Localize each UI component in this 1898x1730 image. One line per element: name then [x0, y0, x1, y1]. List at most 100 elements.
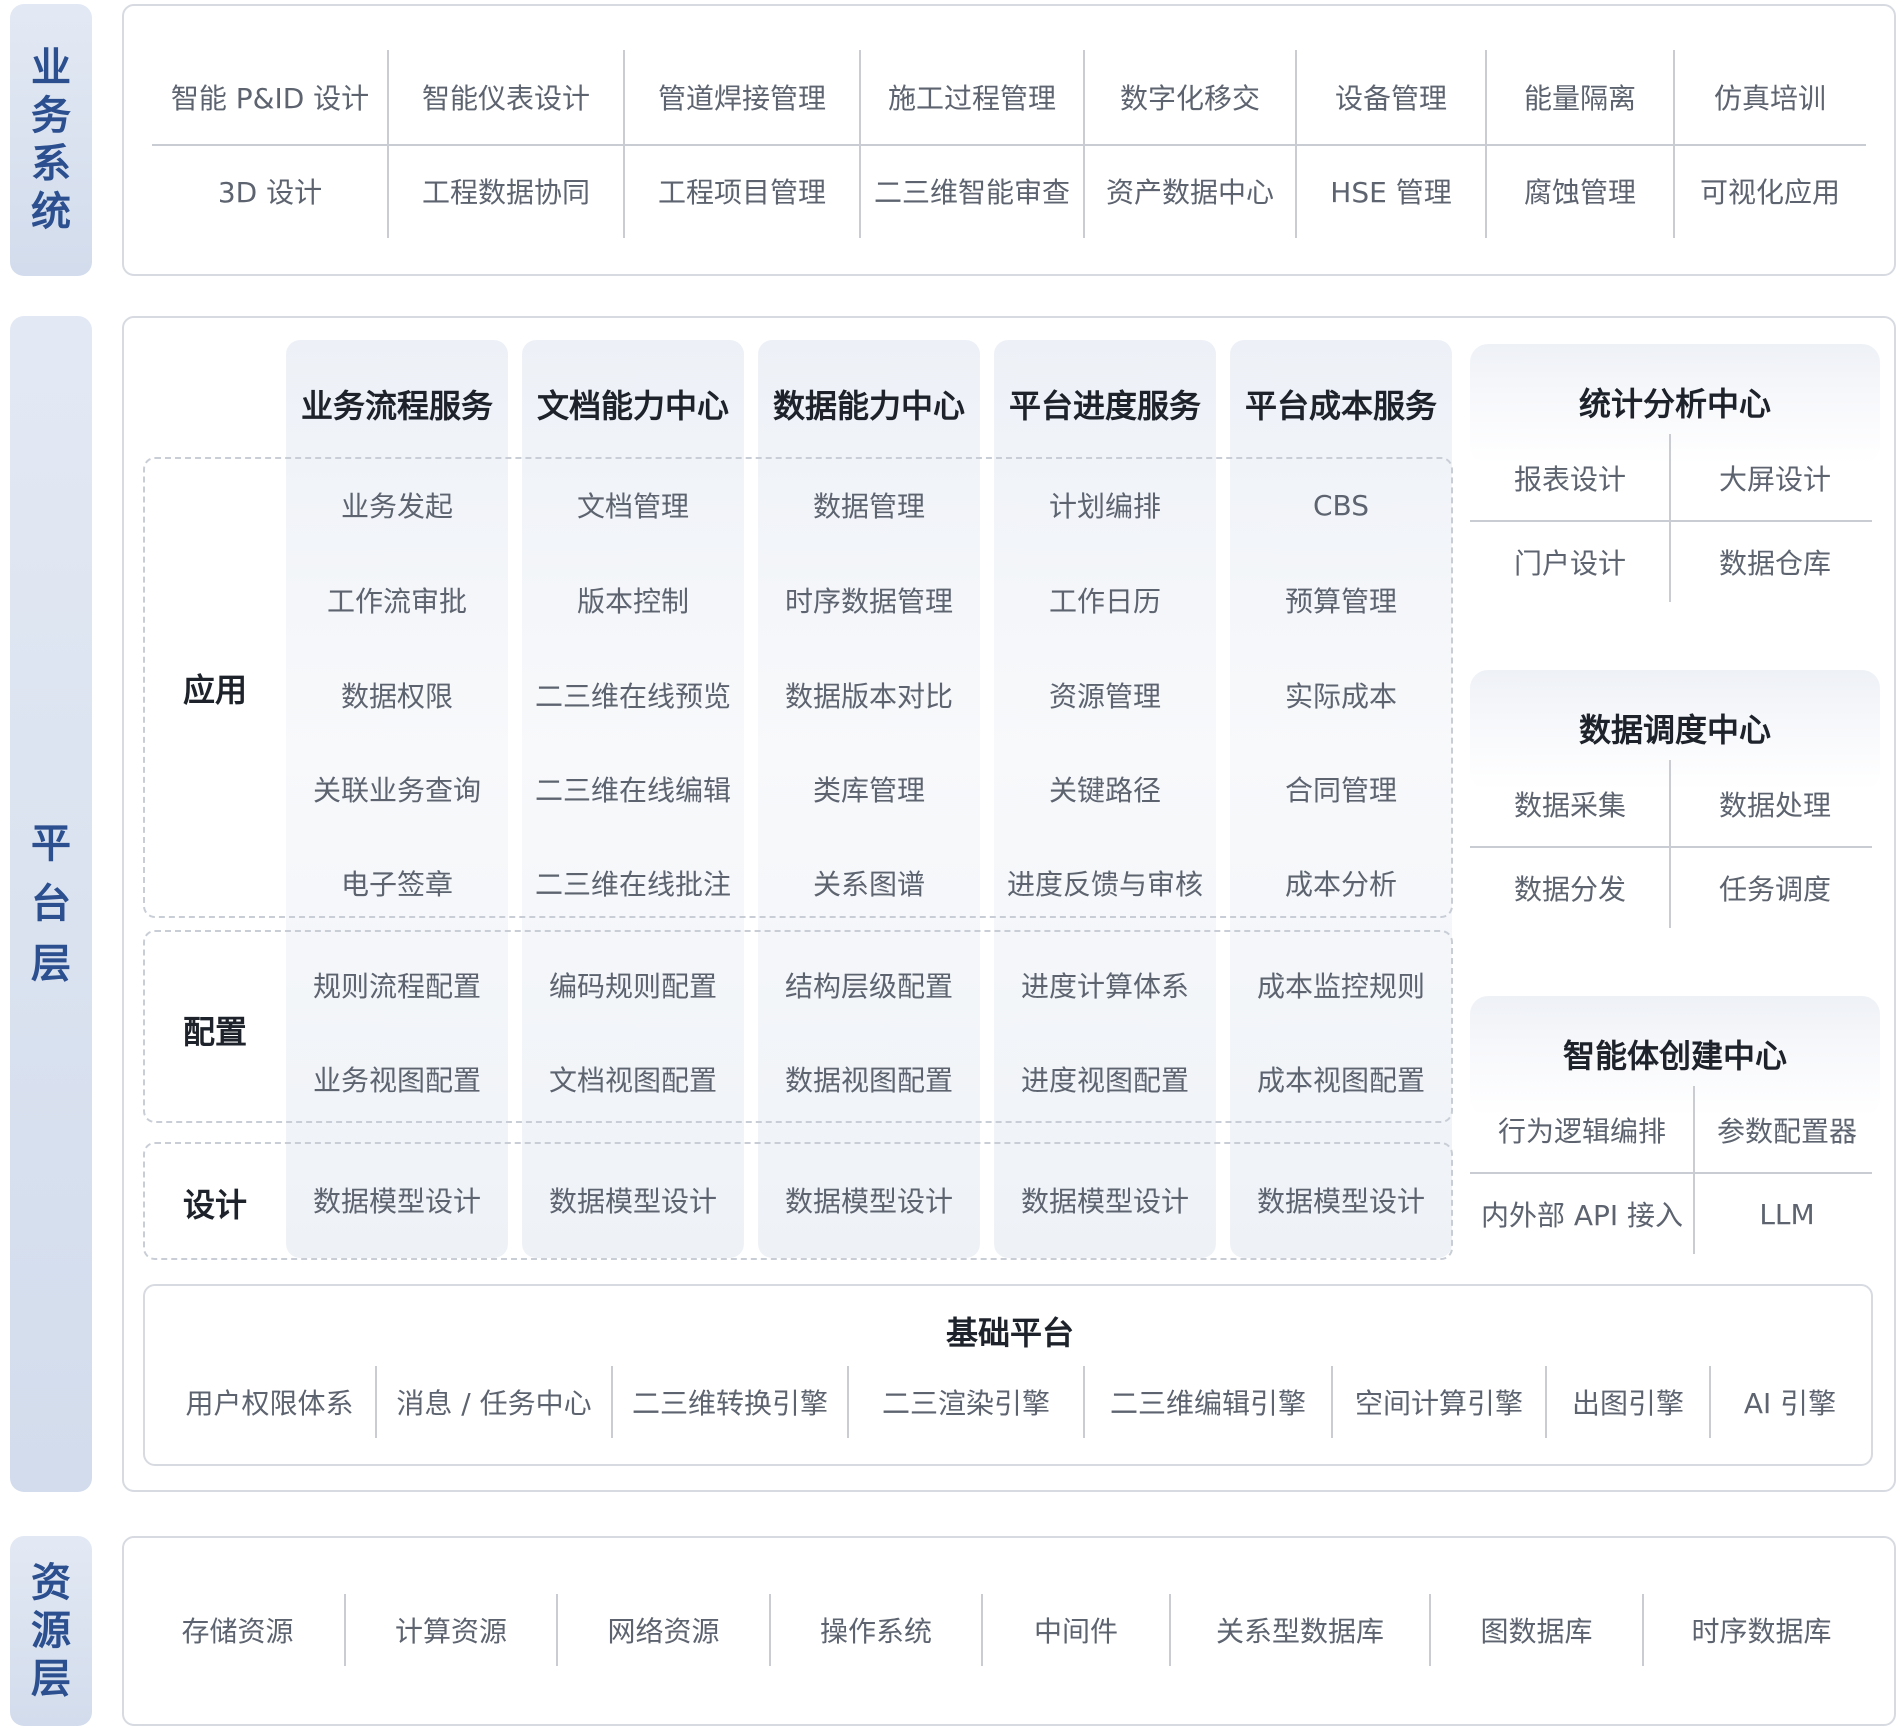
- service-design-item[interactable]: 数据模型设计: [784, 1185, 953, 1218]
- capability-center-item[interactable]: 大屏设计: [1718, 463, 1831, 496]
- business-system-item[interactable]: 施工过程管理: [887, 82, 1056, 115]
- service-design-item[interactable]: 数据模型设计: [548, 1185, 717, 1218]
- service-column-bg: [286, 340, 508, 1258]
- service-config-item[interactable]: 文档视图配置: [548, 1064, 717, 1097]
- business-system-item[interactable]: 腐蚀管理: [1523, 176, 1636, 209]
- layer-label-char: 源: [31, 1608, 71, 1654]
- service-application-item[interactable]: 文档管理: [576, 490, 689, 523]
- resource-item[interactable]: 计算资源: [394, 1615, 507, 1648]
- resource-item[interactable]: 图数据库: [1480, 1615, 1593, 1648]
- capability-center-item[interactable]: 内外部 API 接入: [1480, 1199, 1684, 1232]
- service-design-item[interactable]: 数据模型设计: [1020, 1185, 1189, 1218]
- design-row-box: [143, 1142, 1453, 1260]
- service-application-item[interactable]: 合同管理: [1284, 774, 1397, 807]
- service-title: 数据能力中心: [772, 387, 965, 425]
- business-system-item[interactable]: 资产数据中心: [1105, 176, 1274, 209]
- service-config-item[interactable]: 规则流程配置: [312, 970, 481, 1003]
- business-system-item[interactable]: HSE 管理: [1330, 176, 1452, 209]
- service-config-item[interactable]: 结构层级配置: [784, 970, 953, 1003]
- service-application-item[interactable]: 数据版本对比: [784, 680, 953, 713]
- service-application-item[interactable]: 数据权限: [340, 680, 453, 713]
- service-design-item[interactable]: 数据模型设计: [1256, 1185, 1425, 1218]
- business-column-divider: [623, 50, 625, 238]
- capability-center-col-divider: [1669, 760, 1671, 928]
- base-platform-item[interactable]: 二三渲染引擎: [881, 1387, 1050, 1420]
- resource-item[interactable]: 关系型数据库: [1215, 1615, 1384, 1648]
- business-system-item[interactable]: 设备管理: [1334, 82, 1447, 115]
- service-application-item[interactable]: 预算管理: [1284, 585, 1397, 618]
- business-system-item[interactable]: 可视化应用: [1699, 176, 1840, 209]
- base-platform-item[interactable]: 用户权限体系: [185, 1387, 354, 1420]
- service-config-item[interactable]: 进度计算体系: [1020, 970, 1189, 1003]
- service-config-item[interactable]: 进度视图配置: [1020, 1064, 1189, 1097]
- capability-center-item[interactable]: LLM: [1759, 1197, 1815, 1231]
- capability-center-item[interactable]: 数据处理: [1718, 789, 1831, 822]
- service-application-item[interactable]: 二三维在线批注: [534, 868, 731, 901]
- capability-center-item[interactable]: 数据分发: [1513, 873, 1626, 906]
- business-system-item[interactable]: 二三维智能审查: [873, 176, 1070, 209]
- resource-item[interactable]: 时序数据库: [1691, 1615, 1832, 1648]
- service-application-item[interactable]: 版本控制: [576, 585, 689, 618]
- business-system-item[interactable]: 智能仪表设计: [421, 82, 590, 115]
- base-platform-item[interactable]: 消息 / 任务中心: [396, 1387, 592, 1420]
- service-application-item[interactable]: 时序数据管理: [784, 585, 953, 618]
- capability-center-item[interactable]: 任务调度: [1718, 873, 1831, 906]
- resource-item[interactable]: 中间件: [1033, 1615, 1118, 1648]
- resource-item[interactable]: 网络资源: [607, 1615, 720, 1648]
- layer-label-resource: 资源层: [10, 1536, 92, 1726]
- service-application-item[interactable]: 成本分析: [1284, 868, 1397, 901]
- row-label-design: 设计: [182, 1186, 247, 1224]
- service-application-item[interactable]: 关联业务查询: [312, 774, 481, 807]
- business-system-item[interactable]: 智能 P&ID 设计: [170, 82, 370, 115]
- service-application-item[interactable]: 实际成本: [1284, 680, 1397, 713]
- base-platform-item[interactable]: 出图引擎: [1571, 1387, 1684, 1420]
- service-config-item[interactable]: 成本视图配置: [1256, 1064, 1425, 1097]
- service-application-item[interactable]: CBS: [1312, 488, 1370, 522]
- resource-item[interactable]: 存储资源: [181, 1615, 294, 1648]
- capability-center-item[interactable]: 数据采集: [1513, 789, 1626, 822]
- service-application-item[interactable]: 二三维在线预览: [534, 680, 731, 713]
- service-application-item[interactable]: 关系图谱: [812, 868, 925, 901]
- layer-label-platform-text: 平台层: [31, 814, 71, 994]
- business-system-item[interactable]: 仿真培训: [1713, 82, 1826, 115]
- capability-center-item[interactable]: 行为逻辑编排: [1497, 1115, 1666, 1148]
- business-system-item[interactable]: 数字化移交: [1119, 82, 1260, 115]
- business-column-divider: [1083, 50, 1085, 238]
- business-system-item[interactable]: 3D 设计: [217, 176, 323, 209]
- service-config-item[interactable]: 成本监控规则: [1256, 970, 1425, 1003]
- service-config-item[interactable]: 业务视图配置: [312, 1064, 481, 1097]
- service-config-item[interactable]: 数据视图配置: [784, 1064, 953, 1097]
- service-application-item[interactable]: 资源管理: [1048, 680, 1161, 713]
- business-column-divider: [1295, 50, 1297, 238]
- base-platform-item[interactable]: 空间计算引擎: [1354, 1387, 1523, 1420]
- service-application-item[interactable]: 业务发起: [340, 490, 453, 523]
- layer-label-char: 系: [31, 141, 71, 187]
- capability-center-item[interactable]: 报表设计: [1513, 463, 1626, 496]
- resource-item[interactable]: 操作系统: [819, 1615, 932, 1648]
- service-design-item[interactable]: 数据模型设计: [312, 1185, 481, 1218]
- service-application-item[interactable]: 工作流审批: [326, 585, 467, 618]
- capability-center-item[interactable]: 数据仓库: [1718, 547, 1831, 580]
- service-config-item[interactable]: 编码规则配置: [548, 970, 717, 1003]
- base-platform-item[interactable]: AI 引擎: [1743, 1387, 1837, 1420]
- base-platform-item[interactable]: 二三维编辑引擎: [1109, 1387, 1306, 1420]
- capability-center-item[interactable]: 门户设计: [1513, 547, 1626, 580]
- business-system-item[interactable]: 工程项目管理: [657, 176, 826, 209]
- capability-center-row-divider: [1470, 846, 1872, 848]
- capability-center-item[interactable]: 参数配置器: [1716, 1115, 1857, 1148]
- layer-label-char: 平: [31, 821, 71, 867]
- base-platform-item[interactable]: 二三维转换引擎: [631, 1387, 828, 1420]
- service-application-item[interactable]: 关键路径: [1048, 774, 1161, 807]
- service-title: 文档能力中心: [536, 387, 729, 425]
- business-system-item[interactable]: 管道焊接管理: [657, 82, 826, 115]
- service-application-item[interactable]: 工作日历: [1048, 585, 1161, 618]
- service-application-item[interactable]: 类库管理: [812, 774, 925, 807]
- capability-center-title: 智能体创建中心: [1562, 1037, 1787, 1075]
- service-application-item[interactable]: 进度反馈与审核: [1006, 868, 1203, 901]
- service-application-item[interactable]: 电子签章: [340, 868, 453, 901]
- service-application-item[interactable]: 二三维在线编辑: [534, 774, 731, 807]
- business-system-item[interactable]: 工程数据协同: [421, 176, 590, 209]
- business-system-item[interactable]: 能量隔离: [1523, 82, 1636, 115]
- service-application-item[interactable]: 计划编排: [1048, 490, 1161, 523]
- service-application-item[interactable]: 数据管理: [812, 490, 925, 523]
